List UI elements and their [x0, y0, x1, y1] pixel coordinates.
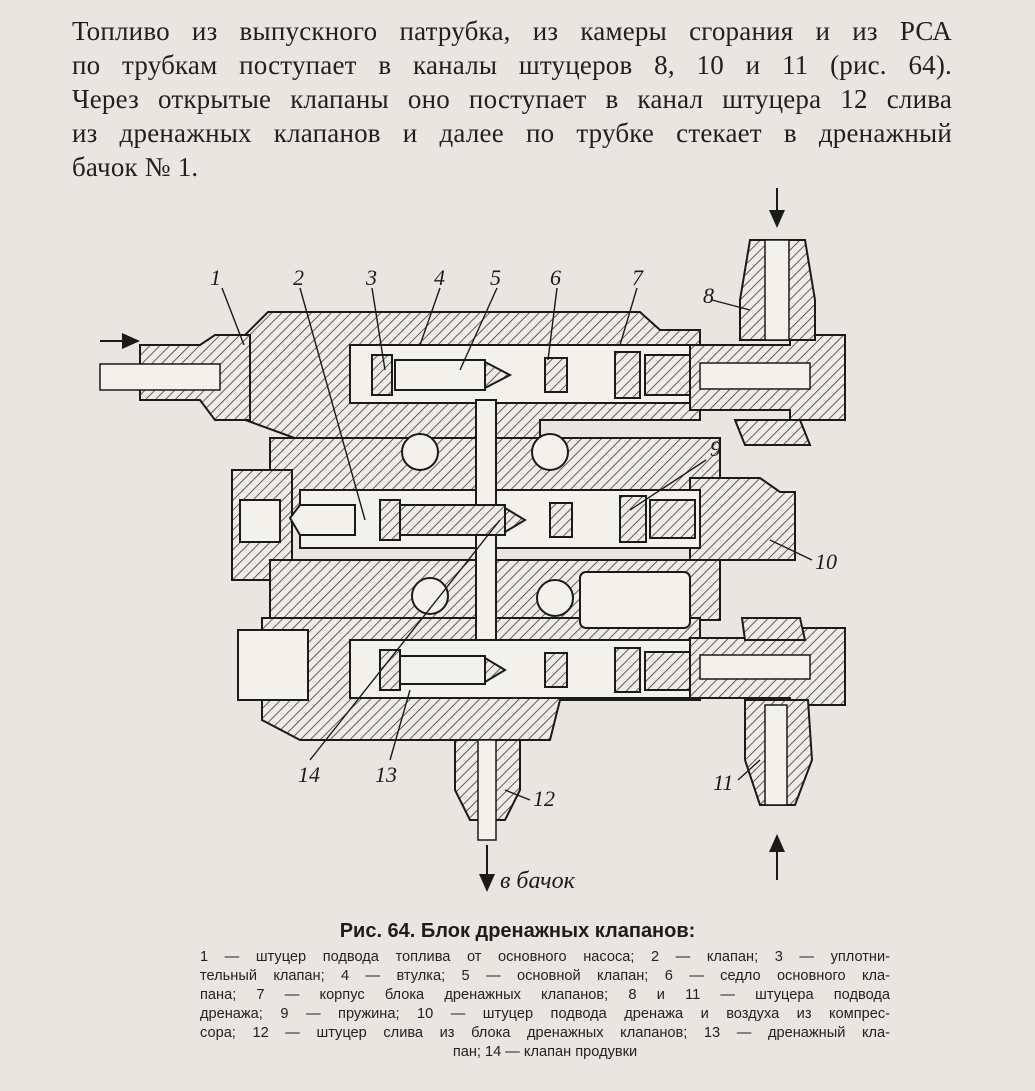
callout-12: 12	[533, 786, 555, 811]
callout-labels: 1 2 3 4 5 6 7 8 9 10 11 12 13 14 в бачок	[210, 265, 837, 894]
inlet-fitting-1	[99, 334, 251, 421]
callout-7: 7	[632, 265, 644, 290]
callout-3: 3	[365, 265, 377, 290]
paragraph-line: Топливо из выпускного патрубка, из камер…	[72, 16, 952, 46]
callout-10: 10	[815, 549, 837, 574]
legend-line: 1 — штуцер подвода топлива от основного …	[200, 949, 890, 965]
callout-13: 13	[375, 762, 397, 787]
legend-line: тельный клапан; 4 — втулка; 5 — основной…	[200, 968, 890, 984]
outlet-label: в бачок	[500, 868, 576, 894]
legend-line: дренажа; 9 — пружина; 10 — штуцер подвод…	[200, 1006, 890, 1022]
callout-14: 14	[298, 762, 320, 787]
callout-11: 11	[713, 770, 733, 795]
paragraph-line: Через открытые клапаны оно поступает в к…	[72, 84, 952, 114]
body-paragraph: Топливо из выпускного патрубка, из камер…	[72, 14, 952, 184]
flow-arrows	[100, 188, 785, 892]
legend-line: пан; 14 — клапан продувки	[452, 1044, 638, 1060]
callout-8: 8	[703, 283, 714, 308]
callout-2: 2	[293, 265, 304, 290]
callout-5: 5	[490, 265, 501, 290]
paragraph-line: бачок № 1.	[72, 152, 199, 182]
callout-4: 4	[434, 265, 445, 290]
callout-1: 1	[210, 265, 221, 290]
valve-internals	[288, 351, 696, 693]
figure-caption-title: Рис. 64. Блок дренажных клапанов:	[339, 920, 696, 942]
legend-line: пана; 7 — корпус блока дренажных клапано…	[200, 987, 890, 1003]
paragraph-line: из дренажных клапанов и далее по трубке …	[72, 118, 952, 148]
callout-leaders	[221, 287, 813, 801]
callout-6: 6	[550, 265, 561, 290]
legend-line: сора; 12 — штуцер слива из блока дренажн…	[200, 1025, 890, 1041]
paragraph-line: по трубкам поступает в каналы штуцеров 8…	[72, 50, 952, 80]
figure-legend: 1 — штуцер подвода топлива от основного …	[200, 948, 890, 1062]
callout-9: 9	[710, 436, 721, 461]
right-fittings	[689, 239, 846, 806]
drain-fitting-12	[454, 739, 521, 841]
